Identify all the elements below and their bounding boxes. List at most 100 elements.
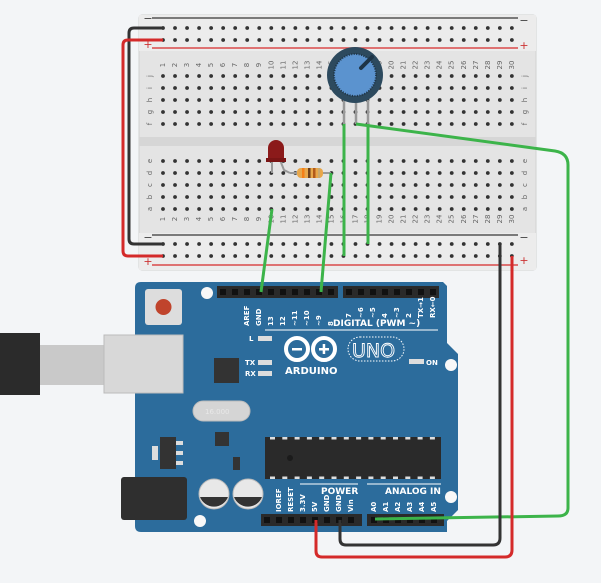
column-label: 9 bbox=[255, 63, 263, 67]
led-tx bbox=[258, 360, 272, 365]
led-rx-label: RX bbox=[245, 370, 256, 378]
digital-pin-label: 13 bbox=[267, 316, 275, 326]
row-label: i bbox=[521, 87, 529, 89]
column-label: 5 bbox=[207, 217, 215, 221]
column-label: 6 bbox=[219, 62, 227, 67]
column-label: 10 bbox=[267, 61, 275, 70]
chip-small bbox=[215, 432, 229, 446]
digital-pin-label: 2 bbox=[405, 313, 413, 318]
column-label: 27 bbox=[472, 61, 480, 70]
digital-pin-label: ~9 bbox=[315, 315, 323, 326]
column-label: 24 bbox=[436, 214, 444, 223]
digital-header-2 bbox=[343, 286, 439, 298]
capacitor bbox=[232, 478, 264, 510]
column-label: 17 bbox=[351, 215, 359, 224]
crystal-label: 16.000 bbox=[205, 408, 230, 416]
mounting-hole bbox=[201, 287, 213, 299]
rail-plus-label: + bbox=[143, 38, 152, 51]
power-pin-label: GND bbox=[335, 494, 343, 512]
brand-label: ARDUINO bbox=[285, 366, 337, 377]
wire-red-5v[interactable] bbox=[314, 256, 514, 559]
led-component[interactable] bbox=[266, 140, 291, 174]
analog-pin-label: A2 bbox=[394, 502, 402, 512]
resistor[interactable] bbox=[290, 168, 331, 178]
wire-red-rail-left[interactable] bbox=[121, 38, 163, 258]
column-label: 14 bbox=[315, 60, 323, 69]
column-label: 14 bbox=[315, 214, 323, 223]
capacitor bbox=[198, 478, 230, 510]
rail-minus-label: − bbox=[519, 14, 528, 27]
usb-cable bbox=[0, 333, 40, 395]
row-label: h bbox=[146, 98, 154, 102]
digital-pin-label: ~5 bbox=[369, 307, 377, 318]
column-label: 2 bbox=[171, 217, 179, 221]
row-label: e bbox=[521, 159, 529, 163]
column-label: 30 bbox=[508, 61, 516, 70]
digital-pin-label: ~10 bbox=[303, 310, 311, 326]
column-label: 25 bbox=[448, 61, 456, 70]
column-label: 1 bbox=[159, 217, 167, 221]
column-label: 2 bbox=[171, 63, 179, 67]
power-label: POWER bbox=[321, 487, 358, 497]
potentiometer[interactable] bbox=[327, 47, 383, 124]
row-label: g bbox=[146, 110, 154, 114]
column-label: 30 bbox=[508, 215, 516, 224]
row-label: d bbox=[146, 171, 154, 175]
column-label: 25 bbox=[448, 215, 456, 224]
row-label: j bbox=[521, 75, 529, 78]
column-label: 21 bbox=[400, 61, 408, 70]
column-label: 28 bbox=[484, 61, 492, 70]
usb-plug bbox=[40, 345, 104, 385]
analog-pin-label: A4 bbox=[418, 502, 426, 512]
power-pin-label: 3.3V bbox=[299, 494, 307, 512]
potentiometer-knob-indicator[interactable] bbox=[359, 55, 374, 70]
column-label: 15 bbox=[327, 215, 335, 224]
model-label: UNO bbox=[352, 340, 395, 362]
usb-port bbox=[103, 334, 184, 394]
rail-minus-label: − bbox=[143, 231, 152, 244]
digital-pin-label: 7 bbox=[345, 313, 353, 318]
digital-pin-label: ~3 bbox=[393, 307, 401, 318]
column-label: 7 bbox=[231, 217, 239, 221]
analog-pin-label: A1 bbox=[382, 502, 390, 512]
column-label: 29 bbox=[496, 215, 504, 224]
row-label: i bbox=[146, 87, 154, 89]
row-label: g bbox=[521, 110, 529, 114]
digital-pin-label: GND bbox=[255, 308, 263, 326]
wire-black-gnd[interactable] bbox=[338, 244, 502, 547]
column-label: 21 bbox=[400, 215, 408, 224]
digital-pin-label: 8 bbox=[327, 321, 335, 326]
digital-pin-label: 4 bbox=[381, 313, 389, 318]
digital-pin-label: 12 bbox=[279, 316, 287, 326]
reset-button-cap[interactable] bbox=[155, 299, 172, 315]
row-label: a bbox=[146, 207, 154, 211]
column-label: 12 bbox=[291, 215, 299, 224]
column-label: 28 bbox=[484, 215, 492, 224]
wire-green-pot-a0[interactable] bbox=[355, 122, 570, 521]
rail-plus-label: + bbox=[519, 254, 528, 267]
column-label: 3 bbox=[183, 63, 191, 67]
column-label: 23 bbox=[424, 215, 432, 224]
digital-pin-label: ~11 bbox=[291, 310, 299, 326]
digital-pin-label: ~6 bbox=[357, 307, 365, 318]
column-label: 3 bbox=[183, 217, 191, 221]
atmega-chip bbox=[265, 437, 441, 479]
column-label: 27 bbox=[472, 215, 480, 224]
digital-pin-label: RX←0 bbox=[429, 296, 437, 318]
column-label: 26 bbox=[460, 214, 468, 223]
power-jack bbox=[121, 477, 187, 520]
column-label: 7 bbox=[231, 63, 239, 67]
column-label: 23 bbox=[424, 61, 432, 70]
digital-pin-label: TX→1 bbox=[417, 297, 425, 318]
wire-black-rail-left[interactable] bbox=[127, 26, 163, 246]
row-label: j bbox=[146, 75, 154, 78]
wire-green-resistor-pin9[interactable] bbox=[319, 172, 333, 293]
column-label: 22 bbox=[412, 61, 420, 70]
mounting-hole bbox=[445, 491, 457, 503]
row-label: c bbox=[146, 183, 154, 187]
column-label: 6 bbox=[219, 216, 227, 221]
rail-minus-label: − bbox=[519, 231, 528, 244]
wire-green-led-gnd[interactable] bbox=[259, 208, 274, 293]
